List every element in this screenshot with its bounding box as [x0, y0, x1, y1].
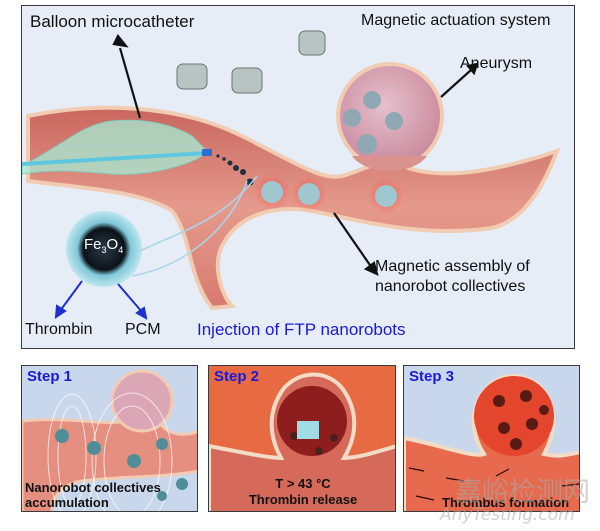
label-thrombin: Thrombin [25, 321, 93, 338]
magnet-devices [176, 30, 326, 94]
label-injection-caption: Injection of FTP nanorobots [197, 320, 406, 339]
main-panel: Balloon microcatheter Magnetic actuation… [21, 5, 575, 349]
watermark-chinese: 嘉峪检测网 [455, 477, 590, 508]
nanorobot-particle [66, 211, 142, 287]
watermark-latin: AnyTesting.com [440, 505, 575, 525]
step3-illustration [404, 374, 579, 511]
step1-illustration [22, 369, 197, 511]
label-assembly-line2: nanorobot collectives [375, 278, 526, 295]
step2-caption: T > 43 °C Thrombin release [248, 476, 358, 507]
label-balloon-microcatheter: Balloon microcatheter [30, 12, 195, 31]
label-fe3o4-core: Fe3O4 [84, 236, 124, 255]
main-illustration [22, 30, 561, 320]
label-aneurysm: Aneurysm [460, 55, 533, 72]
step2-title: Step 2 [214, 368, 260, 385]
label-magnetic-assembly: Magnetic assembly of nanorobot collectiv… [375, 257, 530, 297]
step2-panel: Step 2 T > 43 °C Thrombin release [208, 365, 396, 512]
step1-panel: Step 1 Nanorobot collectives accumulatio… [21, 365, 198, 512]
step3-panel: Step 3 Thrombus formation [403, 365, 580, 512]
step1-title: Step 1 [27, 368, 73, 385]
step3-title: Step 3 [409, 368, 455, 385]
label-assembly-line1: Magnetic assembly of [375, 258, 530, 275]
annotation-arrows [112, 33, 479, 276]
nanorobot-collectives [254, 91, 404, 214]
nanorobot-stream [216, 154, 254, 186]
step1-caption: Nanorobot collectives accumulation [25, 480, 161, 510]
label-magnetic-actuation-system: Magnetic actuation system [361, 12, 551, 29]
step3-caption: Thrombus formation [442, 495, 570, 510]
label-pcm: PCM [125, 321, 161, 338]
step2-illustration [209, 366, 395, 511]
